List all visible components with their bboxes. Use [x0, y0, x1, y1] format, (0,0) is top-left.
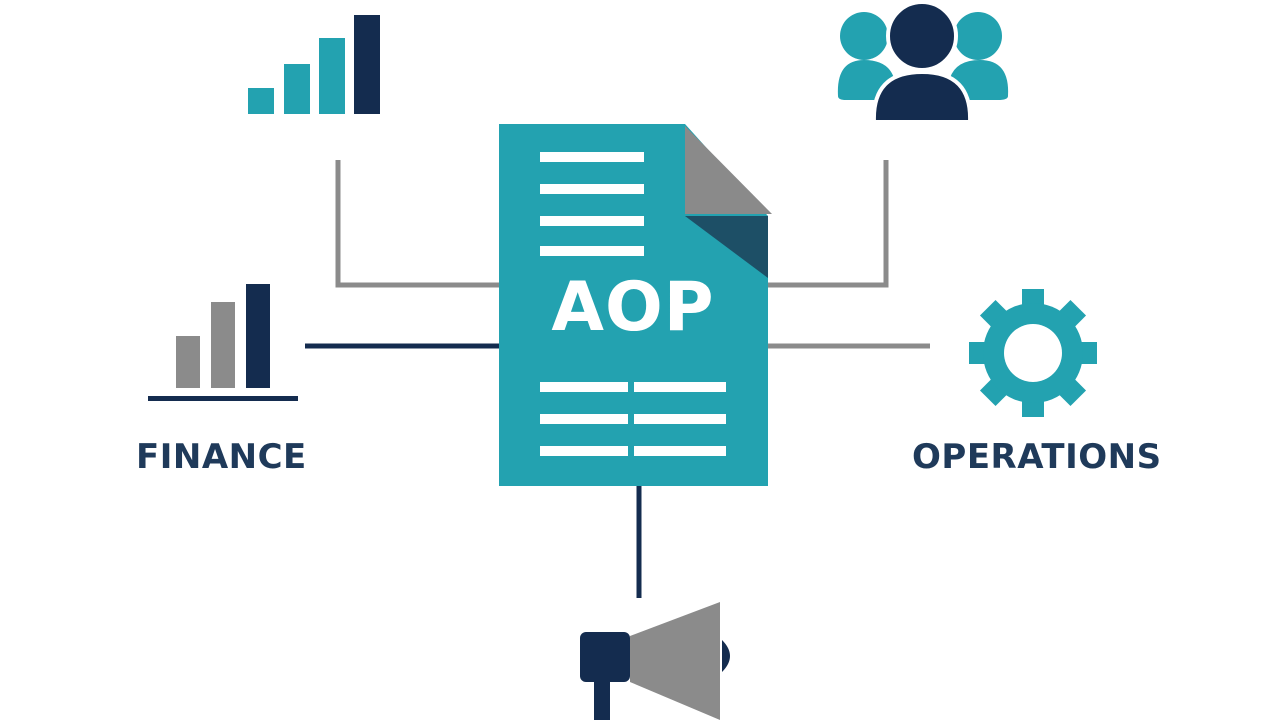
finance-chart-icon [148, 284, 298, 401]
megaphone-icon [580, 602, 730, 720]
document-bottom-lines [540, 382, 726, 456]
document-body [499, 124, 768, 486]
gear-icon [969, 289, 1097, 417]
document-title: AOP [551, 268, 715, 347]
aop-document-icon [499, 124, 772, 486]
connector-team [768, 160, 889, 288]
finance-label: FINANCE [136, 437, 307, 477]
document-top-lines [540, 152, 644, 256]
connectors [305, 160, 930, 598]
document-fold-shadow [685, 216, 768, 278]
connector-growth-chart [335, 160, 500, 288]
team-icon [837, 0, 1009, 124]
bar-chart-icon [248, 15, 380, 114]
document-fold [685, 126, 772, 214]
operations-label: OPERATIONS [912, 437, 1162, 477]
